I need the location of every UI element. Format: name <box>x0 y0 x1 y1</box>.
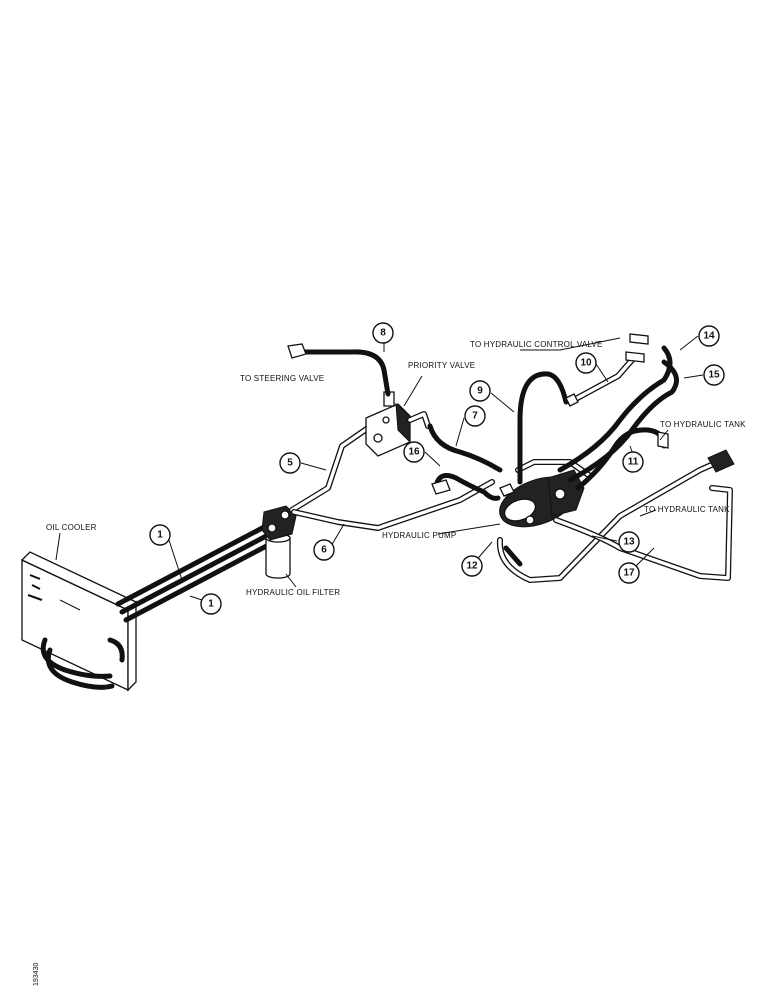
svg-text:15: 15 <box>708 370 720 381</box>
label-hydraulic-oil-filter: HYDRAULIC OIL FILTER <box>246 588 340 597</box>
callout-13: 13 <box>618 531 640 553</box>
label-to-hydraulic-tank-lower: TO HYDRAULIC TANK <box>644 505 730 514</box>
hose-16 <box>431 473 501 501</box>
callout-17: 17 <box>618 562 640 584</box>
figure-code: 193430 <box>33 963 40 986</box>
callout-5: 5 <box>279 452 301 474</box>
svg-text:14: 14 <box>703 331 715 342</box>
callout-1a: 1 <box>149 524 171 546</box>
svg-text:1: 1 <box>208 599 214 610</box>
callout-1b: 1 <box>200 593 222 615</box>
hydraulic-pump <box>499 459 593 528</box>
callout-14: 14 <box>698 325 720 347</box>
svg-text:9: 9 <box>477 386 483 397</box>
hose-7 <box>427 423 503 473</box>
svg-text:10: 10 <box>580 358 592 369</box>
priority-valve <box>365 391 431 457</box>
callout-7: 7 <box>464 405 486 427</box>
svg-text:7: 7 <box>472 411 478 422</box>
oil-cooler <box>20 551 138 692</box>
svg-text:11: 11 <box>628 457 639 468</box>
pipe-5 <box>289 425 371 513</box>
svg-text:17: 17 <box>623 568 635 579</box>
label-to-steering-valve: TO STEERING VALVE <box>240 374 324 383</box>
callout-15: 15 <box>703 364 725 386</box>
hydraulic-oil-filter <box>261 505 297 579</box>
cooler-hoses <box>115 522 279 623</box>
callout-6: 6 <box>313 539 335 561</box>
hose-11 <box>575 427 669 491</box>
label-hydraulic-pump: HYDRAULIC PUMP <box>382 531 456 540</box>
svg-text:16: 16 <box>408 447 420 458</box>
callout-10: 10 <box>575 352 597 374</box>
hose-9 <box>517 371 569 485</box>
hose-10 <box>565 357 635 407</box>
callout-9: 9 <box>469 380 491 402</box>
svg-text:13: 13 <box>623 537 635 548</box>
hose-8 <box>287 343 391 397</box>
pipe-6 <box>291 479 495 531</box>
svg-text:5: 5 <box>287 458 293 469</box>
callout-12: 12 <box>461 555 483 577</box>
hose-15 <box>567 351 679 483</box>
label-oil-cooler: OIL COOLER <box>46 523 97 532</box>
svg-text:1: 1 <box>157 530 163 541</box>
svg-text:8: 8 <box>380 328 386 339</box>
pipe-12 <box>503 545 523 567</box>
label-to-hydraulic-control-valve: TO HYDRAULIC CONTROL VALVE <box>470 340 603 349</box>
pipe-17 <box>553 485 733 581</box>
leader-lines <box>55 335 704 601</box>
label-priority-valve: PRIORITY VALVE <box>408 361 475 370</box>
callout-11: 11 <box>622 451 644 473</box>
svg-text:12: 12 <box>466 561 478 572</box>
label-to-hydraulic-tank-upper: TO HYDRAULIC TANK <box>660 420 746 429</box>
callout-8: 8 <box>372 322 394 344</box>
svg-text:6: 6 <box>321 545 327 556</box>
callout-16: 16 <box>403 441 425 463</box>
